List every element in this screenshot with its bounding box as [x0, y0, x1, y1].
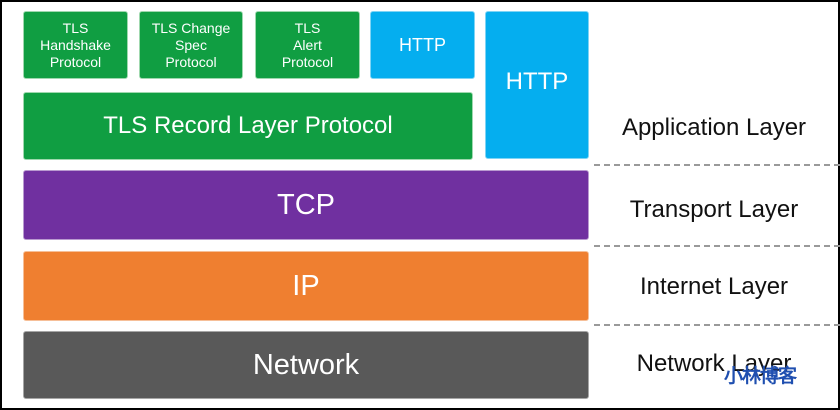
watermark-text: 小林博客 [724, 365, 797, 387]
network-layer-label: Network Layer [636, 350, 792, 377]
ip-box: IP [23, 251, 589, 321]
tls-record-layer-box: TLS Record Layer Protocol [23, 92, 473, 160]
application-layer-label: Application Layer [621, 114, 807, 141]
tls-alert-protocol-box: TLS Alert Protocol [255, 11, 360, 79]
transport-layer-label: Transport Layer [629, 196, 799, 223]
layer-divider [594, 164, 840, 166]
layer-divider [594, 245, 840, 247]
http-box-large: HTTP [485, 11, 589, 159]
http-box-small: HTTP [370, 11, 475, 79]
layer-divider [594, 324, 840, 326]
tcp-box: TCP [23, 170, 589, 240]
internet-layer-label: Internet Layer [639, 273, 789, 300]
tls-handshake-protocol-box: TLS Handshake Protocol [23, 11, 128, 79]
tls-change-spec-protocol-box: TLS Change Spec Protocol [139, 11, 243, 79]
network-box: Network [23, 331, 589, 399]
